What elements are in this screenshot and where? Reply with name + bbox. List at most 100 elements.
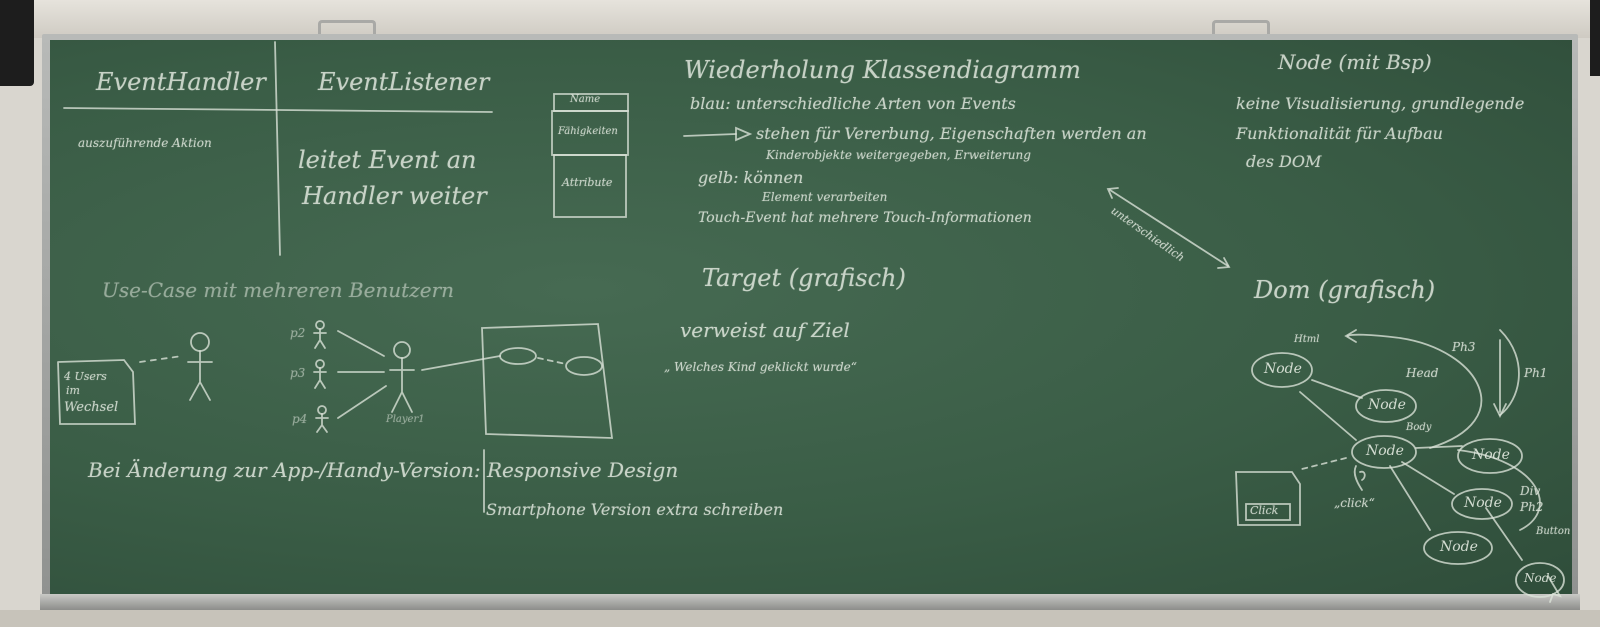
target-line-2: „ Welches Kind geklickt wurde“ (664, 360, 857, 374)
dom-node-label: Node (1472, 447, 1510, 463)
dom-node (1457, 438, 1523, 474)
note-line-1: 4 Users (64, 370, 107, 383)
click-box-label: Click (1250, 504, 1279, 517)
klassendiagramm-touch: Touch-Event hat mehrere Touch-Informatio… (698, 210, 1032, 226)
dom-edge (1401, 461, 1455, 495)
dom-label-ph1: Ph1 (1524, 366, 1548, 380)
dom-node (1251, 352, 1313, 388)
actor-p3 (313, 367, 327, 389)
dom-node-label: Node (1264, 361, 1302, 377)
dom-node-label: Node (1464, 495, 1502, 511)
dom-edge (1485, 507, 1523, 561)
table-col1-text: auszuführende Aktion (78, 136, 212, 150)
node-line-3: des DOM (1246, 152, 1322, 171)
dom-heading: Dom (grafisch) (1254, 276, 1436, 304)
dom-node-label: Node (1366, 443, 1404, 459)
wall (0, 0, 1600, 38)
dom-node (1355, 389, 1417, 423)
actor-stick-figure (190, 332, 210, 352)
note-line-2: im (66, 384, 80, 397)
node-heading: Node (mit Bsp) (1278, 50, 1432, 74)
inheritance-arrow (683, 133, 737, 137)
include-line (537, 357, 567, 365)
dom-label-ph3: Ph3 (1452, 340, 1476, 354)
dom-node (1515, 562, 1565, 598)
arrowhead (1217, 257, 1231, 269)
klassendiagramm-pfeil-2: Kinderobjekte weitergegeben, Erweiterung (766, 148, 1031, 162)
dom-node-label: Node (1440, 539, 1478, 555)
chalkboard (50, 40, 1572, 594)
dom-edge (1311, 379, 1363, 399)
dom-label-body: Body (1406, 422, 1432, 433)
responsive-line-2: Smartphone Version extra schreiben (486, 500, 784, 519)
actor-p2 (313, 328, 327, 349)
dom-node (1451, 488, 1513, 520)
dom-edge (1389, 465, 1431, 531)
bubble-arrow (1347, 333, 1483, 449)
dom-node (1351, 435, 1417, 469)
actor-player1 (393, 341, 411, 359)
usecase-heading: Use-Case mit mehreren Benutzern (102, 278, 455, 302)
node-line-2: Funktionalität für Aufbau (1236, 124, 1443, 143)
class-box-attribute-label: Attribute (562, 176, 613, 189)
table-col2-text-2: Handler weiter (302, 182, 487, 210)
dom-label-div: Div (1520, 484, 1541, 498)
wall-bottom (0, 610, 1600, 627)
player1-label: Player1 (386, 414, 425, 425)
table-col2-header: EventListener (318, 68, 490, 96)
use-case-ellipse (499, 347, 537, 365)
association-line (421, 355, 501, 371)
actor-player1 (389, 357, 415, 413)
speaker (1590, 0, 1600, 76)
board-hook (318, 20, 376, 37)
actor-p3 (315, 359, 325, 369)
actor-p3-label: p3 (290, 366, 306, 380)
dom-label-html: Html (1294, 334, 1320, 345)
generalization-arrow (337, 330, 385, 357)
actor-stick-figure (187, 350, 213, 401)
dom-event-line (1297, 457, 1347, 471)
actor-p4-label: p4 (292, 412, 308, 426)
note-shape (57, 359, 136, 425)
generalization-arrow (337, 385, 387, 419)
dom-edge (1299, 391, 1357, 441)
klassendiagramm-heading: Wiederholung Klassendiagramm (684, 56, 1081, 84)
cursor-drawing (1547, 575, 1562, 603)
speaker (0, 0, 34, 86)
dom-edge (1415, 445, 1463, 449)
dom-label-ph2: Ph2 (1520, 500, 1544, 514)
use-case-ellipse (565, 356, 603, 376)
arrowhead (1344, 329, 1357, 343)
table-header-rule (63, 107, 493, 113)
click-caption: „click“ (1334, 496, 1375, 510)
note-line-3: Wechsel (64, 400, 119, 415)
finger-drawing (1353, 465, 1366, 491)
board-hook (1212, 20, 1270, 37)
klassendiagramm-gelb-2: Element verarbeiten (762, 190, 888, 204)
class-box-faehigkeiten-label: Fähigkeiten (558, 126, 618, 137)
class-box-name-label: Name (570, 94, 601, 105)
system-boundary (481, 323, 614, 439)
table-col2-text-1: leitet Event an (298, 146, 477, 174)
responsive-line-1: Bei Änderung zur App-/Handy-Version: Res… (88, 458, 679, 482)
actor-p2-label: p2 (290, 326, 306, 340)
dom-node-label: Node (1368, 397, 1406, 413)
note-connector (139, 355, 183, 363)
inheritance-arrowhead (735, 126, 753, 142)
dom-node-label: Node (1524, 571, 1557, 585)
klassendiagramm-gelb-1: gelb: können (698, 168, 804, 187)
click-button-drawing (1245, 503, 1291, 521)
target-heading: Target (grafisch) (702, 264, 906, 292)
node-line-1: keine Visualisierung, grundlegende (1236, 94, 1525, 113)
dom-node (1423, 531, 1493, 565)
arrowhead (1106, 187, 1119, 199)
table-divider (274, 41, 281, 256)
dom-label-head: Head (1406, 366, 1439, 380)
actor-p4 (315, 413, 329, 433)
click-box (1235, 471, 1301, 526)
table-col1-header: EventHandler (96, 68, 266, 96)
klassendiagramm-pfeil: stehen für Vererbung, Eigenschaften werd… (756, 124, 1147, 143)
chalk-ledge (40, 594, 1580, 610)
klassendiagramm-blau: blau: unterschiedliche Arten von Events (690, 94, 1016, 113)
